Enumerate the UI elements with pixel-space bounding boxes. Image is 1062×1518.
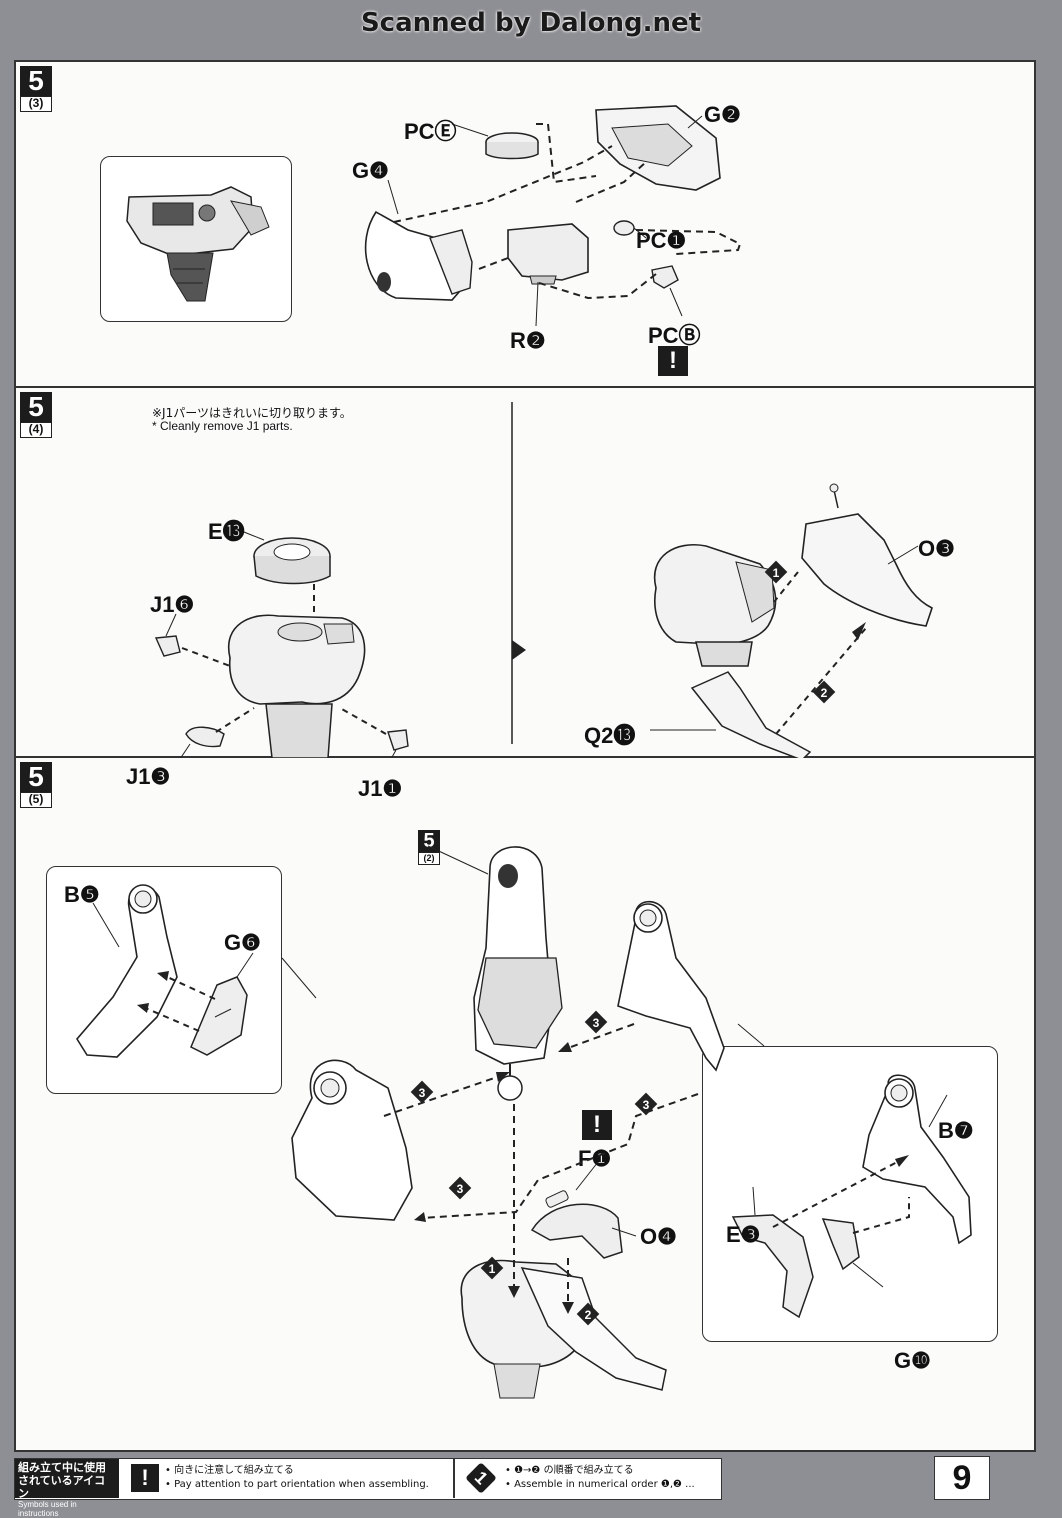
warning-icon: ! xyxy=(582,1110,612,1140)
part-j11 xyxy=(387,729,409,751)
instruction-sheet: 5 (3) xyxy=(14,60,1036,1452)
warning-legend-text: • 向きに注意して組み立てる • Pay attention to part o… xyxy=(165,1464,429,1492)
step-number: 5 xyxy=(20,762,52,792)
step-5-4-drawing: 1 2 xyxy=(154,402,933,758)
step-5-3-panel: 5 (3) xyxy=(16,62,1034,388)
step-5-3-drawing xyxy=(364,105,742,327)
label-o3: O❸ xyxy=(918,536,955,561)
note-japanese: ※J1パーツはきれいに切り取ります。 xyxy=(152,406,352,420)
part-o3 xyxy=(801,513,933,627)
label-g6: G❻ xyxy=(224,930,261,955)
label-pce: PCⒺ xyxy=(404,119,457,144)
part-j16 xyxy=(154,635,181,657)
step-substep: (4) xyxy=(20,422,52,438)
watermark: Scanned by Dalong.net xyxy=(360,8,702,38)
warning-en: • Pay attention to part orientation when… xyxy=(165,1479,429,1490)
part-b7 xyxy=(862,1074,972,1245)
step-badge: 5 (5) xyxy=(20,762,52,808)
icon-legend: 組み立て中に使用されているアイコン Symbols used in instru… xyxy=(14,1458,722,1518)
step-5-4-panel: 5 (4) ※J1パーツはきれいに切り取ります。 * Cleanly remov… xyxy=(16,388,1034,801)
label-e3: E❸ xyxy=(726,1222,761,1247)
step-substep: (5) xyxy=(20,792,52,808)
label-j16: J1❻ xyxy=(150,592,195,617)
label-b7: B❼ xyxy=(938,1118,974,1143)
order-mark-1: 1 xyxy=(489,1262,496,1276)
page-number: 9 xyxy=(934,1456,990,1500)
ref-step-number: 5 xyxy=(418,830,440,852)
part-r2 xyxy=(507,223,589,281)
step-number: 5 xyxy=(20,392,52,422)
label-q213: Q2⓭ xyxy=(584,723,636,748)
step-5-5-drawing: 3 3 3 3 1 2 xyxy=(281,845,765,1399)
order-mark-3c: 3 xyxy=(643,1098,650,1112)
legend-title: 組み立て中に使用されているアイコン Symbols used in instru… xyxy=(15,1459,119,1518)
label-g4: G❹ xyxy=(352,158,389,183)
inset-assembled-drawing xyxy=(126,186,270,302)
label-r2: R❷ xyxy=(510,328,546,353)
part-f1 xyxy=(545,1190,569,1208)
legend-title-en: Symbols used in instructions xyxy=(18,1500,77,1518)
order-mark-3a: 3 xyxy=(419,1086,426,1100)
order-mark-3d: 3 xyxy=(457,1182,464,1196)
part-q2 xyxy=(690,671,812,758)
label-pc1: PC❶ xyxy=(636,228,687,253)
label-j11: J1❶ xyxy=(358,776,403,801)
order-mark-2: 2 xyxy=(821,686,828,700)
part-pcb xyxy=(651,265,679,289)
ref-step-substep: (2) xyxy=(418,852,440,865)
inset-b5-g6-drawing xyxy=(76,884,254,1058)
part-pc1 xyxy=(613,220,635,236)
part-skirt-right xyxy=(617,900,725,1072)
detail-inset-right xyxy=(702,1046,998,1342)
order-legend-icon: 1 xyxy=(465,1462,497,1494)
note-english: * Cleanly remove J1 parts. xyxy=(152,419,293,433)
step-badge: 5 (3) xyxy=(20,66,52,112)
order-mark-2: 2 xyxy=(585,1308,592,1322)
legend-title-jp: 組み立て中に使用されているアイコン xyxy=(18,1461,106,1500)
part-o4 xyxy=(530,1203,623,1259)
step-number: 5 xyxy=(20,66,52,96)
warning-jp: • 向きに注意して組み立てる xyxy=(165,1465,294,1476)
order-legend-text: • ❶→❷ の順番で組み立てる • Assemble in numerical … xyxy=(505,1464,695,1492)
order-mark-1: 1 xyxy=(773,566,780,580)
part-e3 xyxy=(731,1214,814,1319)
step-substep: (3) xyxy=(20,96,52,112)
part-g10 xyxy=(821,1218,860,1271)
order-mark-3b: 3 xyxy=(593,1016,600,1030)
label-g10: G❿ xyxy=(894,1348,931,1373)
legend-divider xyxy=(453,1459,455,1498)
detail-inset xyxy=(100,156,292,322)
part-skirt-left xyxy=(291,1059,413,1221)
label-o4: O❹ xyxy=(640,1224,677,1249)
warning-legend-icon: ! xyxy=(131,1464,159,1492)
reference-step-badge: 5 (2) xyxy=(418,830,440,865)
label-e13: E⓭ xyxy=(208,519,245,544)
detail-inset-left xyxy=(46,866,282,1094)
part-j13 xyxy=(185,726,225,748)
inset-b7-e3-g10-drawing xyxy=(731,1074,972,1319)
step-5-5-panel: 5 (5) 5 (2) B❺ G❻ xyxy=(16,758,1034,1452)
order-jp: • ❶→❷ の順番で組み立てる xyxy=(505,1465,634,1476)
order-en: • Assemble in numerical order ❶,❷ ... xyxy=(505,1479,695,1490)
step-badge: 5 (4) xyxy=(20,392,52,438)
warning-icon: ! xyxy=(658,346,688,376)
label-b5: B❺ xyxy=(64,882,100,907)
label-pcb: PCⒷ xyxy=(648,323,701,348)
label-g2: G❷ xyxy=(704,102,741,127)
label-j13: J1❸ xyxy=(126,764,171,789)
